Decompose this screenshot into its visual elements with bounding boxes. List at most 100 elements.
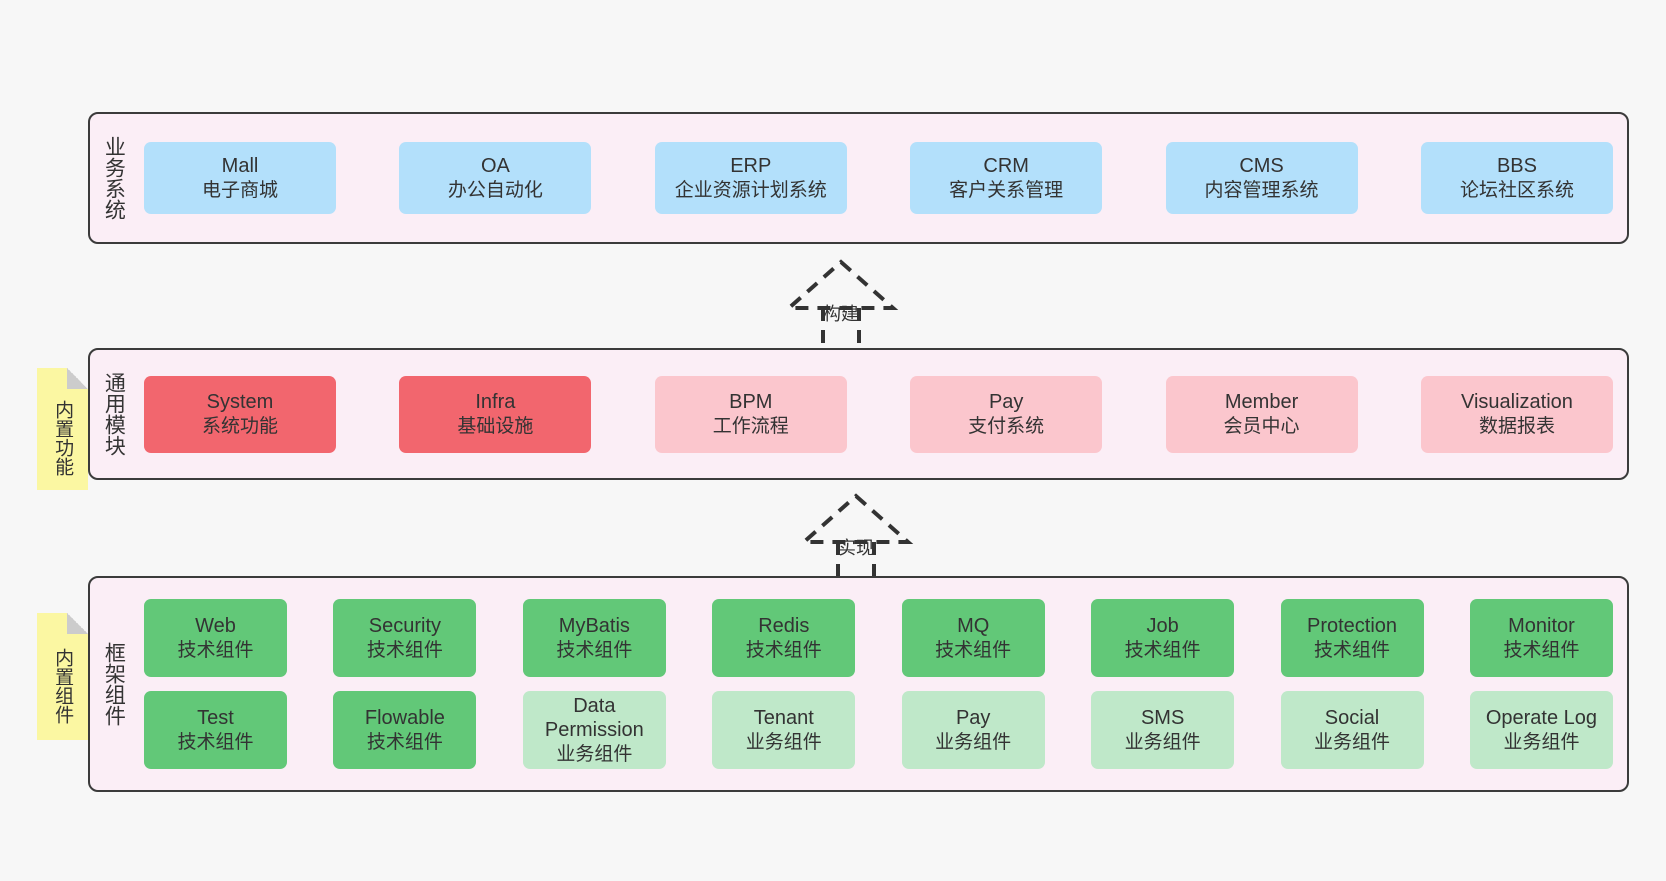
card-title: ERP xyxy=(730,155,772,178)
card-subtitle: 业务组件 xyxy=(556,743,633,765)
card-title: Job xyxy=(1146,615,1179,638)
card-subtitle: 业务组件 xyxy=(1124,731,1201,753)
card-subtitle: 技术组件 xyxy=(366,639,443,661)
card-subtitle: 技术组件 xyxy=(366,731,443,753)
card-title: BBS xyxy=(1496,155,1537,178)
card-title: Monitor xyxy=(1508,615,1575,638)
connector-build: 构建 xyxy=(761,258,921,354)
card-subtitle: 工作流程 xyxy=(712,415,789,437)
card-subtitle: 支付系统 xyxy=(968,415,1045,437)
card-subtitle: 技术组件 xyxy=(177,639,254,661)
layer-generic-modules-label: 通用模块 xyxy=(102,372,126,456)
sticky-note-builtin-components: 内置组件 xyxy=(37,613,88,740)
connector-implement: 实现 xyxy=(776,492,936,588)
card-subtitle: 业务组件 xyxy=(935,731,1012,753)
card-subtitle: 会员中心 xyxy=(1223,415,1300,437)
connector-build-arrow xyxy=(783,259,899,354)
card-subtitle: 技术组件 xyxy=(1503,639,1580,661)
connector-build-label: 构建 xyxy=(823,304,859,324)
connector-implement-arrow xyxy=(798,493,914,588)
card-subtitle: 系统功能 xyxy=(201,415,278,437)
card-title: BPM xyxy=(729,391,773,414)
connector-implement-label: 实现 xyxy=(838,538,874,558)
card-subtitle: 客户关系管理 xyxy=(949,179,1064,201)
card-title: CRM xyxy=(983,155,1029,178)
layer-business-systems-label: 业务系统 xyxy=(102,136,126,220)
card-title: Pay xyxy=(988,391,1024,414)
card-subtitle: 技术组件 xyxy=(935,639,1012,661)
card-title: Protection xyxy=(1307,615,1398,638)
card-title: Redis xyxy=(758,615,810,638)
card-subtitle: 技术组件 xyxy=(556,639,633,661)
card-subtitle: 技术组件 xyxy=(745,639,822,661)
card-subtitle: 论坛社区系统 xyxy=(1459,179,1574,201)
card-title: Operate Log xyxy=(1485,707,1598,730)
card-title: Tenant xyxy=(753,707,814,730)
card-title: Data Permission xyxy=(544,695,644,742)
card-title: CMS xyxy=(1239,155,1284,178)
card-title: Visualization xyxy=(1460,391,1573,414)
card-title: SMS xyxy=(1140,707,1185,730)
card-title: Flowable xyxy=(364,707,445,730)
card-subtitle: 技术组件 xyxy=(1124,639,1201,661)
card-subtitle: 电子商城 xyxy=(201,179,278,201)
card-subtitle: 数据报表 xyxy=(1478,415,1555,437)
card-title: Social xyxy=(1324,707,1380,730)
card-subtitle: 基础设施 xyxy=(457,415,534,437)
card-title: MyBatis xyxy=(558,615,630,638)
card-subtitle: 办公自动化 xyxy=(447,179,543,201)
card-title: Web xyxy=(195,615,236,638)
card-title: Mall xyxy=(221,155,259,178)
card-title: System xyxy=(206,391,274,414)
card-subtitle: 内容管理系统 xyxy=(1204,179,1319,201)
card-title: Member xyxy=(1224,391,1299,414)
layer-framework-components-label: 框架组件 xyxy=(102,642,126,726)
card-subtitle: 企业资源计划系统 xyxy=(674,179,827,201)
sticky-note-builtin-features: 内置功能 xyxy=(37,368,88,490)
card-subtitle: 业务组件 xyxy=(745,731,822,753)
card-title: Security xyxy=(368,615,442,638)
card-subtitle: 业务组件 xyxy=(1503,731,1580,753)
card-title: OA xyxy=(480,155,510,178)
card-title: Infra xyxy=(475,391,516,414)
card-subtitle: 技术组件 xyxy=(1314,639,1391,661)
card-title: MQ xyxy=(957,615,990,638)
